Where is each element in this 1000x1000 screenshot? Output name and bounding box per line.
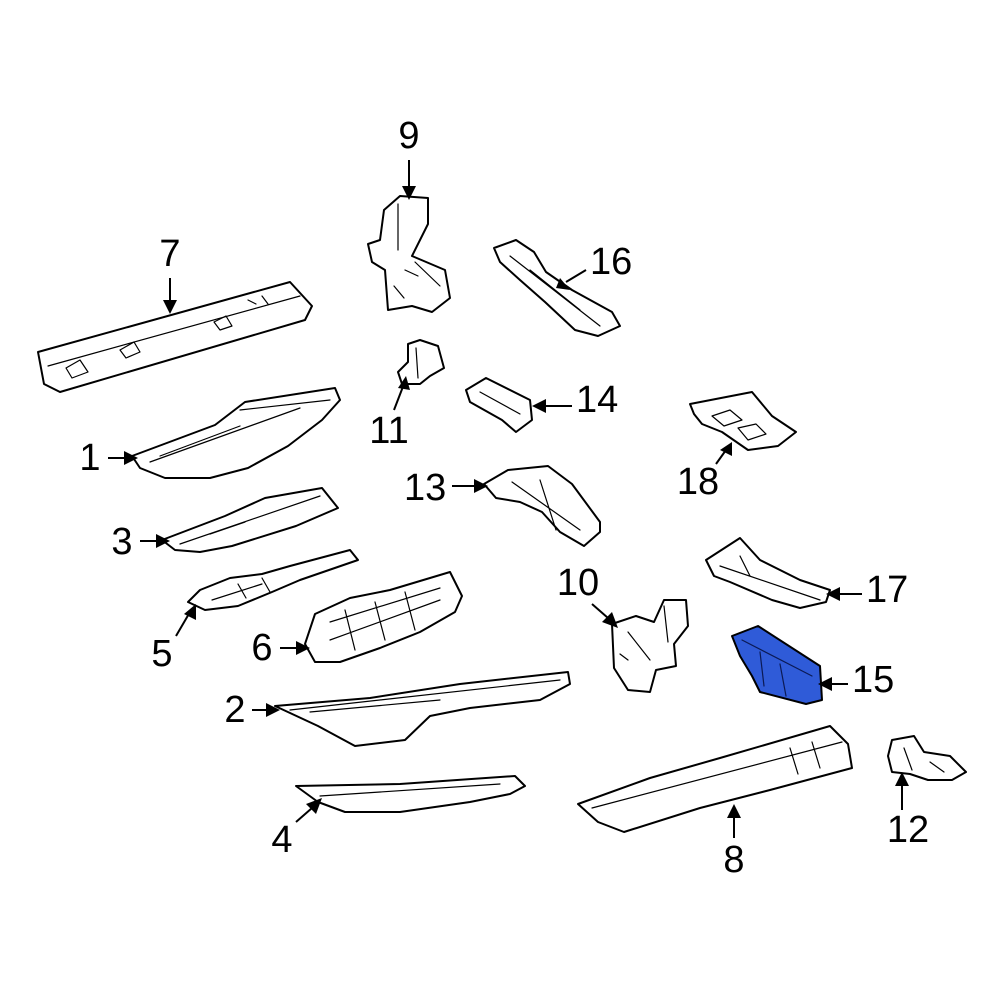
callouts: 7 9 16 11 14 1 18 [79, 115, 929, 881]
part-15 [731, 625, 823, 705]
callout-label-2: 2 [224, 689, 245, 731]
part-10 [611, 599, 689, 693]
part-3 [161, 487, 339, 553]
part-8 [577, 725, 853, 833]
part-1 [131, 387, 341, 479]
callout-label-12: 12 [887, 809, 929, 851]
part-11 [397, 339, 445, 385]
callout-label-13: 13 [404, 467, 446, 509]
callout-15: 15 [818, 659, 894, 701]
callout-12: 12 [887, 772, 929, 851]
callout-label-17: 17 [866, 569, 908, 611]
callout-label-7: 7 [159, 233, 180, 275]
part-13 [483, 465, 601, 547]
callout-2: 2 [224, 689, 280, 731]
callout-label-15: 15 [852, 659, 894, 701]
callout-label-14: 14 [576, 379, 618, 421]
callout-label-4: 4 [271, 819, 292, 861]
callout-label-9: 9 [398, 115, 419, 157]
callout-17: 17 [826, 569, 908, 611]
callout-4: 4 [271, 798, 322, 861]
callout-5: 5 [151, 604, 196, 675]
callout-16: 16 [556, 241, 632, 290]
callout-3: 3 [111, 521, 170, 563]
callout-11: 11 [369, 376, 410, 452]
callout-label-1: 1 [79, 437, 100, 479]
callout-label-18: 18 [677, 461, 719, 503]
callout-label-8: 8 [723, 839, 744, 881]
callout-label-11: 11 [369, 410, 408, 452]
callout-9: 9 [398, 115, 420, 200]
part-5 [187, 549, 359, 611]
callout-label-10: 10 [557, 562, 599, 604]
callout-label-5: 5 [151, 633, 172, 675]
part-17 [705, 537, 831, 609]
part-18 [689, 391, 797, 451]
callout-label-6: 6 [251, 627, 272, 669]
callout-8: 8 [723, 804, 745, 881]
part-4 [295, 775, 526, 813]
callout-10: 10 [557, 562, 618, 628]
callout-14: 14 [532, 379, 618, 421]
part-14 [465, 377, 533, 433]
part-12 [887, 735, 967, 781]
callout-label-3: 3 [111, 521, 132, 563]
callout-1: 1 [79, 437, 138, 479]
callout-18: 18 [677, 442, 732, 503]
callout-label-16: 16 [590, 241, 632, 283]
part-2 [274, 671, 571, 747]
callout-6: 6 [251, 627, 310, 669]
part-9 [367, 195, 451, 313]
callout-13: 13 [404, 467, 488, 509]
part-7 [37, 281, 313, 393]
part-6 [304, 571, 463, 663]
callout-7: 7 [159, 233, 181, 314]
